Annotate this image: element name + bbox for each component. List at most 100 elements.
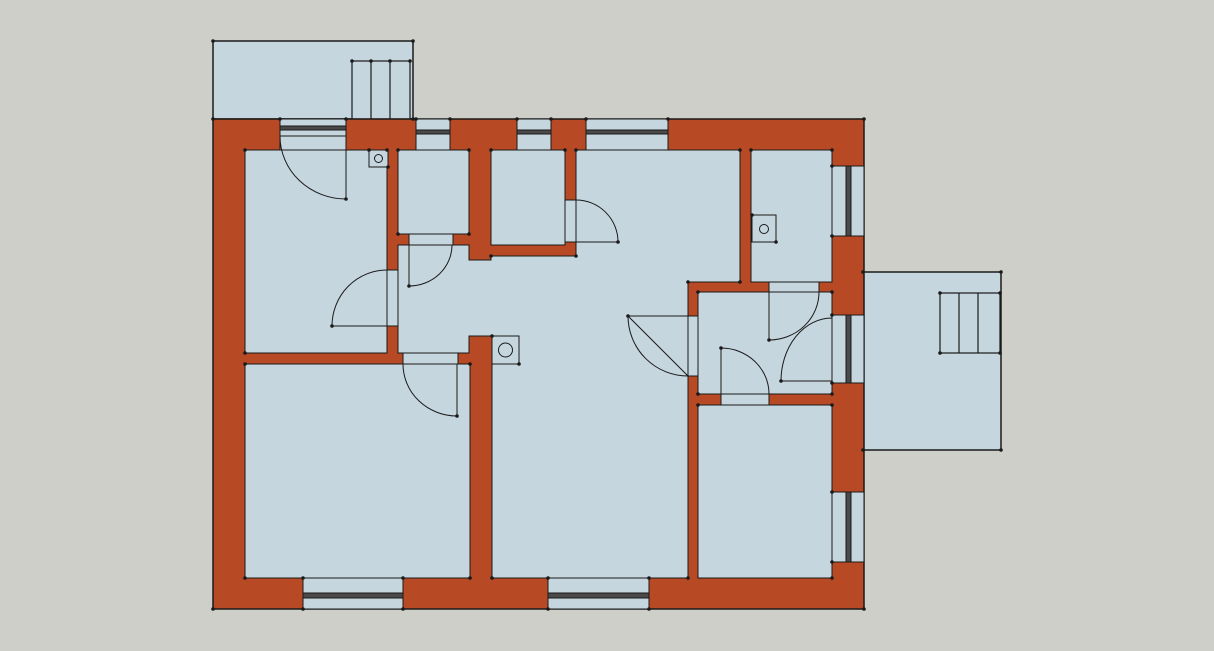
vertex-dot — [448, 117, 452, 121]
opening-north-entry — [279, 135, 347, 151]
vertex-markers — [211, 39, 1003, 611]
vertex-dot — [862, 607, 866, 611]
vertex-dot — [468, 576, 472, 580]
vertex-dot — [861, 270, 865, 274]
window-north-1 — [279, 118, 347, 137]
vertex-dot — [243, 148, 247, 152]
vertex-dot — [243, 576, 247, 580]
vertex-dot — [616, 240, 620, 244]
vestibule — [697, 291, 833, 395]
room-southwest — [244, 363, 471, 579]
window-north-4 — [585, 118, 669, 151]
door-bath — [408, 244, 453, 287]
vertex-dot — [686, 576, 690, 580]
window-east-3 — [831, 491, 865, 563]
window-east-2 — [831, 314, 865, 384]
vertex-dot — [779, 379, 783, 383]
vertex-dot — [696, 403, 700, 407]
vertex-dot — [584, 117, 588, 121]
vertex-dot — [211, 117, 215, 121]
vertex-dot — [546, 576, 550, 580]
vertex-dot — [861, 448, 865, 452]
vertex-dot — [515, 117, 519, 121]
vertex-dot — [411, 39, 415, 43]
door-room-northwest — [331, 269, 388, 327]
vertex-dot — [407, 284, 411, 288]
window-south-2 — [547, 577, 650, 610]
vent-icon — [751, 214, 777, 243]
vertex-dot — [719, 346, 723, 350]
vertex-dot — [938, 351, 942, 355]
vertex-dot — [367, 148, 371, 152]
vertex-dot — [489, 148, 493, 152]
vertex-dot — [999, 270, 1003, 274]
vertex-dot — [243, 362, 247, 366]
vertex-dot — [830, 290, 834, 294]
door-vestibule — [720, 347, 770, 395]
vertex-dot — [862, 117, 866, 121]
vertex-dot — [686, 280, 690, 284]
door-kitchen — [627, 315, 689, 377]
rooms — [244, 149, 833, 579]
window-east-1 — [831, 165, 865, 237]
vertex-dot — [467, 148, 471, 152]
wc — [490, 149, 566, 246]
vertex-dot — [738, 148, 742, 152]
stairs-east — [939, 292, 1001, 354]
vertex-dot — [830, 576, 834, 580]
fixtures — [368, 149, 777, 365]
vertex-dot — [455, 414, 459, 418]
vertex-dot — [330, 324, 334, 328]
vertex-dot — [490, 334, 494, 338]
vertex-dot — [998, 291, 1002, 295]
vertex-dot — [830, 148, 834, 152]
vent-icon — [368, 149, 389, 168]
vertex-dot — [738, 280, 742, 284]
vertex-dot — [243, 351, 247, 355]
vertex-dot — [414, 117, 418, 121]
vertex-dot — [401, 607, 405, 611]
window-south-1 — [302, 577, 404, 610]
door-swings — [279, 135, 833, 417]
chimney-icon — [491, 335, 520, 365]
vertex-dot — [517, 362, 521, 366]
vertex-dot — [830, 392, 834, 396]
room-northwest — [244, 149, 388, 354]
door-pantry — [768, 291, 820, 341]
vertex-dot — [767, 338, 771, 342]
room-southeast — [697, 404, 833, 579]
vertex-dot — [750, 213, 754, 217]
vertex-dot — [830, 313, 834, 317]
vertex-dot — [563, 148, 567, 152]
vertex-dot — [696, 290, 700, 294]
vertex-dot — [749, 148, 753, 152]
door-east-entry — [780, 317, 833, 382]
windows — [279, 118, 865, 610]
vertex-dot — [396, 232, 400, 236]
vertex-dot — [830, 403, 834, 407]
vertex-dot — [408, 59, 412, 63]
vertex-dot — [546, 607, 550, 611]
porch-north — [212, 40, 414, 120]
vertex-dot — [386, 165, 390, 169]
vertex-dot — [396, 148, 400, 152]
window-north-2 — [415, 118, 451, 151]
vertex-dot — [830, 560, 834, 564]
vertex-dot — [574, 254, 578, 258]
vertex-dot — [401, 576, 405, 580]
vertex-dot — [647, 576, 651, 580]
vertex-dot — [344, 117, 348, 121]
vertex-dot — [774, 240, 778, 244]
porch-east — [862, 271, 1002, 451]
vertex-dot — [830, 381, 834, 385]
vertex-dot — [830, 164, 834, 168]
vertex-dot — [647, 607, 651, 611]
vertex-dot — [490, 576, 494, 580]
vertex-dot — [574, 148, 578, 152]
vertex-dot — [301, 607, 305, 611]
vertex-dot — [350, 59, 354, 63]
vertex-dot — [489, 254, 493, 258]
vertex-dot — [211, 607, 215, 611]
vertex-dot — [344, 197, 348, 201]
